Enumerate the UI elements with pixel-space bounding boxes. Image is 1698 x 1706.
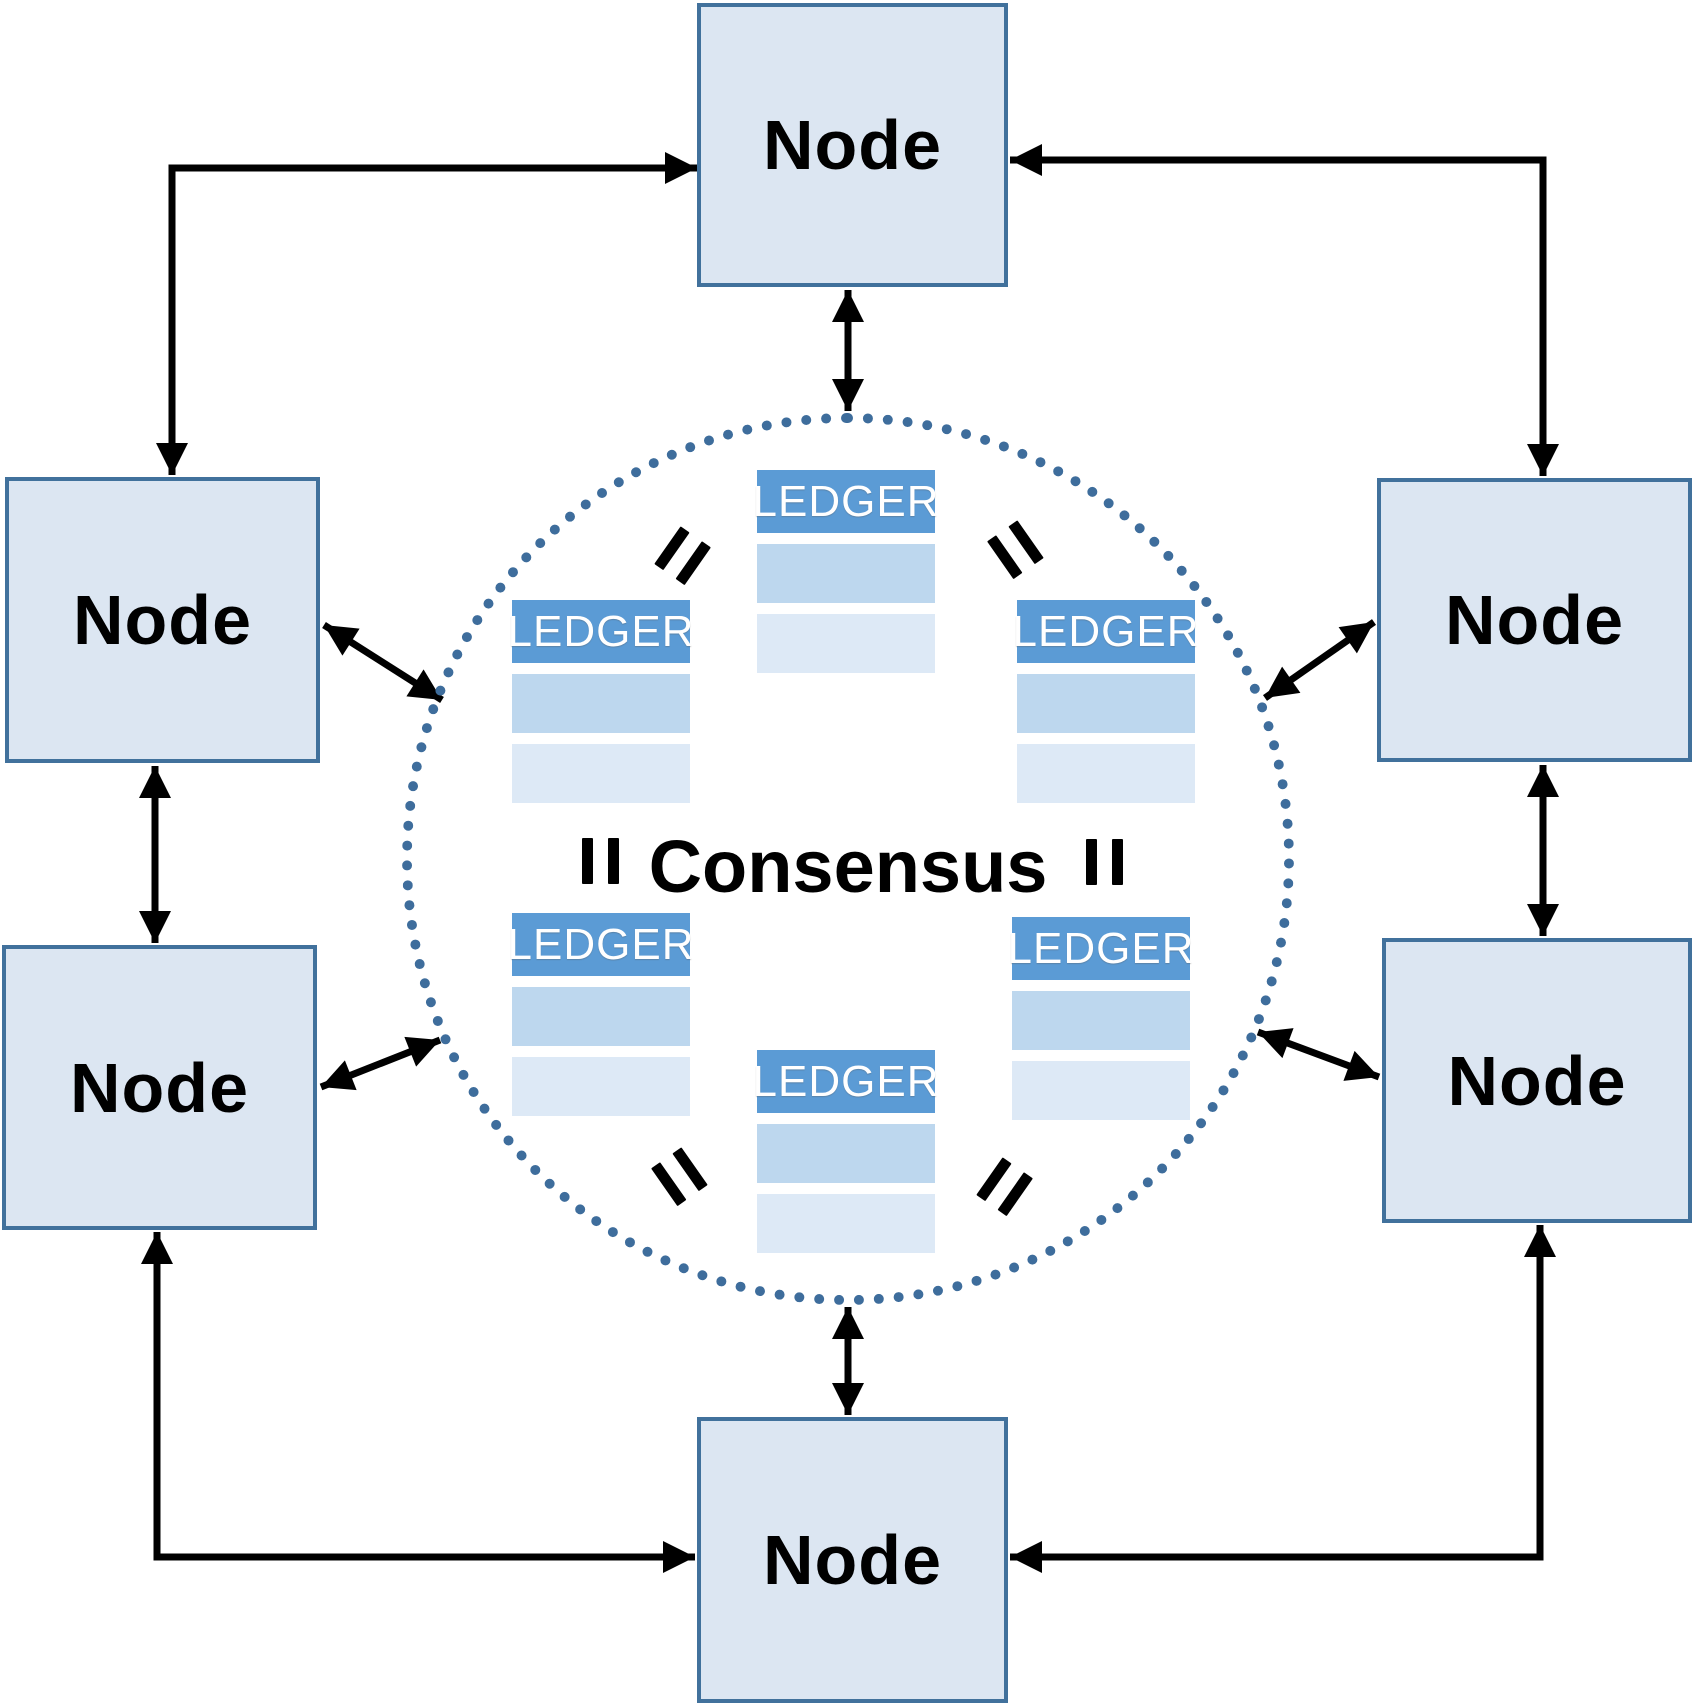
node-label: Node bbox=[70, 1048, 249, 1127]
arrow-left-lower-diagonal bbox=[319, 1036, 442, 1091]
ledger-header: LEDGER bbox=[753, 470, 938, 533]
ledger-row bbox=[512, 674, 690, 733]
node-label: Node bbox=[1447, 1041, 1627, 1120]
arrow-corner-top-right bbox=[1010, 144, 1559, 476]
ledger-lower-left: LEDGER bbox=[508, 913, 693, 1116]
node-top: Node bbox=[697, 3, 1008, 287]
arrow-corner-bottom-right bbox=[1010, 1225, 1556, 1573]
ledger-row bbox=[1017, 674, 1195, 733]
ledger-row bbox=[757, 544, 935, 603]
node-right-lower: Node bbox=[1382, 938, 1692, 1223]
arrow-right-upper-diagonal bbox=[1262, 619, 1377, 701]
node-right-upper: Node bbox=[1377, 478, 1692, 762]
ledger-row bbox=[512, 744, 690, 803]
node-left-upper: Node bbox=[5, 477, 320, 763]
ledger-row bbox=[1017, 744, 1195, 803]
ledger-upper-right: LEDGER bbox=[1013, 600, 1198, 803]
ledger-lower-right: LEDGER bbox=[1008, 917, 1193, 1120]
node-bottom: Node bbox=[697, 1417, 1008, 1703]
ledger-row bbox=[757, 614, 935, 673]
arrow-corner-top-left bbox=[156, 152, 697, 475]
ledger-header: LEDGER bbox=[1008, 917, 1193, 980]
ledger-upper-left: LEDGER bbox=[508, 600, 693, 803]
node-left-lower: Node bbox=[2, 945, 317, 1230]
node-label: Node bbox=[763, 1521, 942, 1599]
ledger-header: LEDGER bbox=[508, 913, 693, 976]
ledger-row bbox=[1012, 1061, 1190, 1120]
ledger-row bbox=[1012, 991, 1190, 1050]
ledger-row bbox=[757, 1124, 935, 1183]
ledger-header: LEDGER bbox=[508, 600, 693, 663]
consensus-circle bbox=[402, 413, 1294, 1305]
arrow-right-lower-diagonal bbox=[1256, 1028, 1381, 1081]
arrow-left-upper-diagonal bbox=[322, 622, 444, 703]
ledger-header: LEDGER bbox=[1013, 600, 1198, 663]
node-label: Node bbox=[1445, 581, 1624, 659]
consensus-title: Consensus bbox=[648, 825, 1048, 908]
arrow-corner-bottom-left bbox=[141, 1232, 695, 1573]
ledger-row bbox=[512, 1057, 690, 1116]
ledger-bottom-center: LEDGER bbox=[753, 1050, 938, 1253]
ledger-header: LEDGER bbox=[753, 1050, 938, 1113]
node-label: Node bbox=[73, 581, 252, 659]
node-label: Node bbox=[763, 106, 942, 184]
ledger-top-center: LEDGER bbox=[753, 470, 938, 673]
ledger-row bbox=[512, 987, 690, 1046]
ledger-row bbox=[757, 1194, 935, 1253]
